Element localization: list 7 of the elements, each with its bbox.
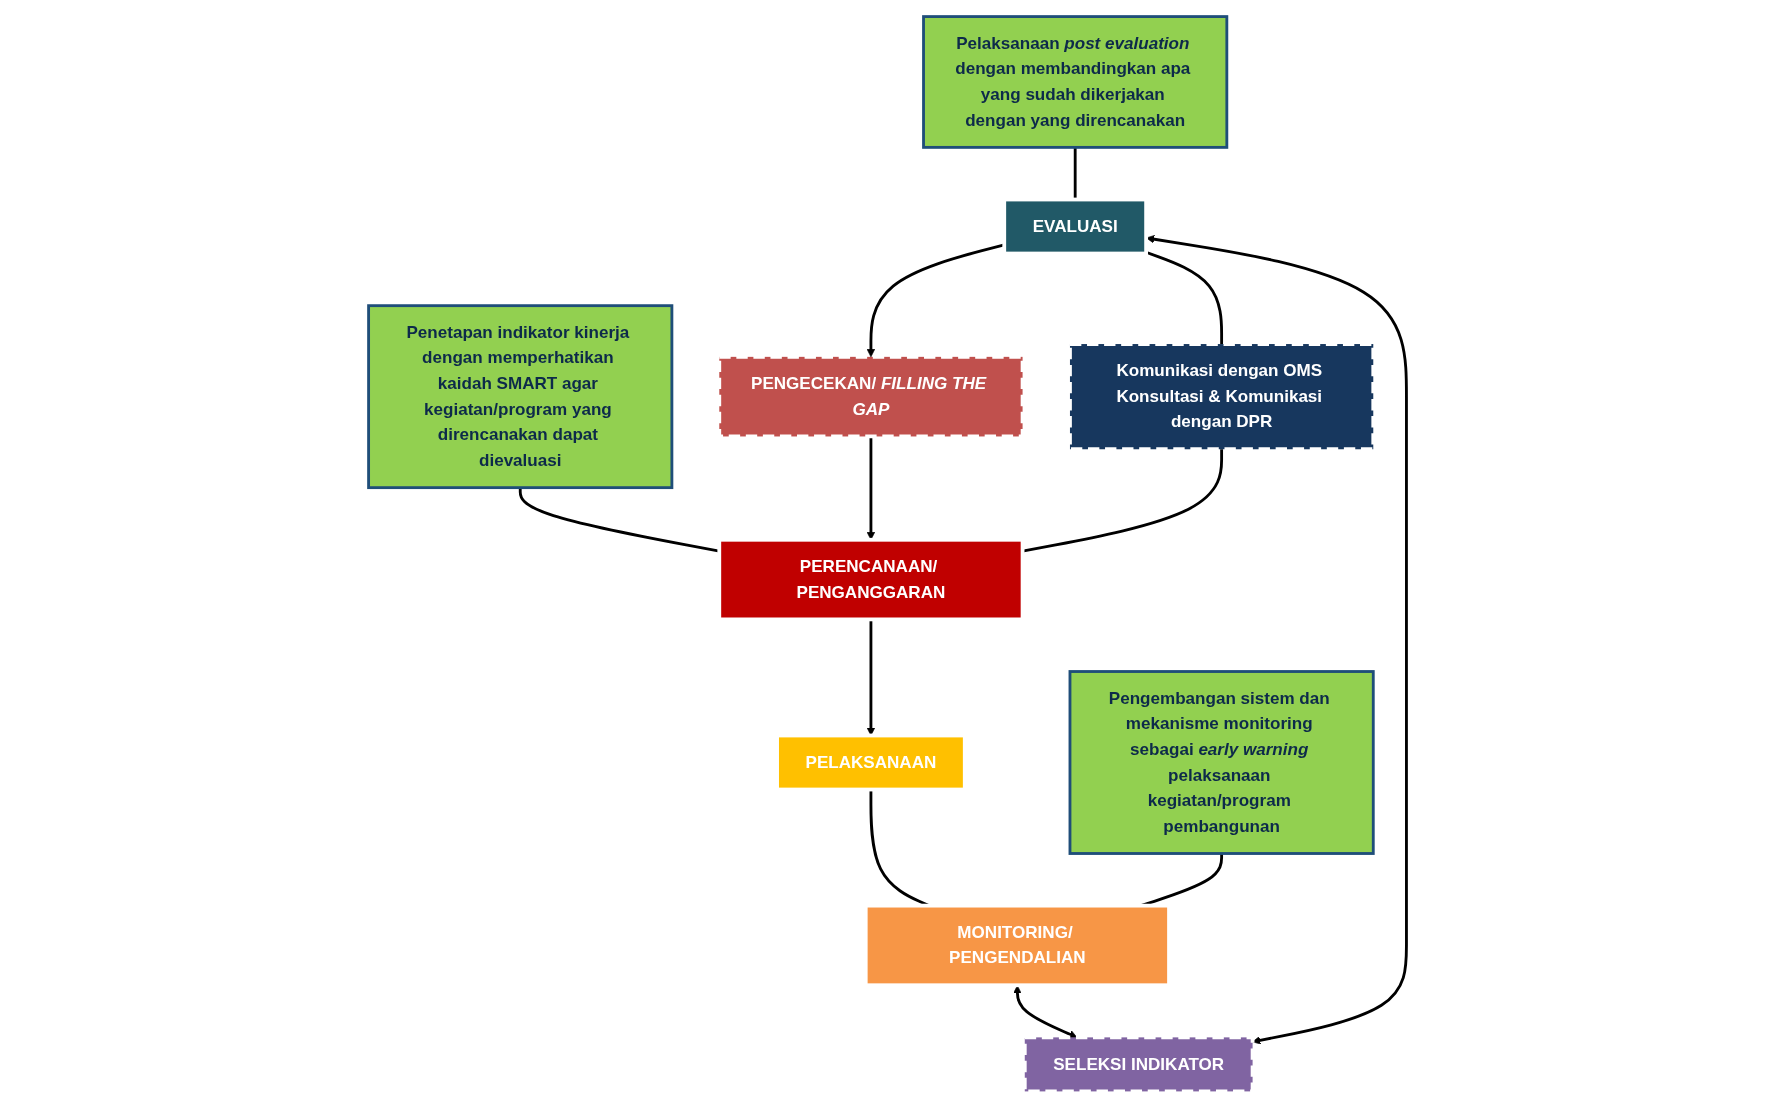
arrow xyxy=(866,619,876,736)
connector xyxy=(1145,250,1223,345)
node-box: Pelaksanaan post evaluation dengan membandingkan apa yang sudah dikerjakan dengan yang direncanakan xyxy=(922,15,1229,149)
node-box: Penetapan indikator kinerja dengan memperhatikan kaidah SMART agar kegiatan/program yang direncanakan dapat dievaluasi xyxy=(367,304,674,490)
connector xyxy=(1073,147,1077,200)
arrow xyxy=(1146,235,1408,1045)
node-box: Pengembangan sistem dan mekanisme monitoring sebagai early warning pelaksanaan kegiatan/program pembangunan xyxy=(1068,670,1375,855)
